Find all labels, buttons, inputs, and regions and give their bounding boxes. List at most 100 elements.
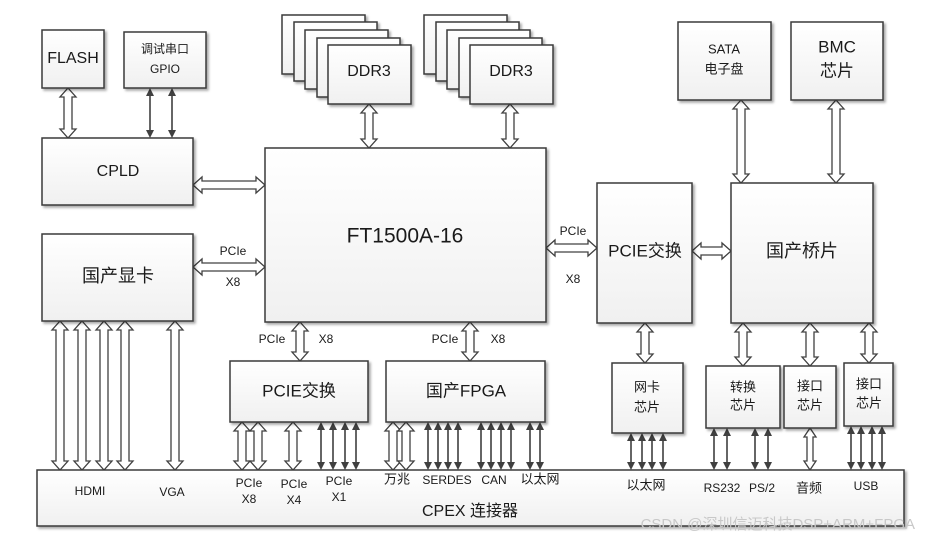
bus-double-arrow	[283, 421, 303, 471]
bus-double-arrow	[58, 87, 78, 139]
sata-disk-label: 电子盘	[704, 61, 743, 76]
bus-double-arrow	[859, 322, 879, 364]
arrow-head	[341, 422, 349, 430]
bus-double-arrow	[94, 320, 114, 471]
nic-chip-label: 芯片	[634, 399, 660, 414]
gpu-link-x8: X8	[226, 275, 241, 289]
switch-link-x8: X8	[566, 272, 581, 286]
cpld-box	[41, 137, 194, 206]
audio-label: 音频	[796, 480, 822, 495]
bmc-chip-label: 芯片	[820, 61, 854, 80]
arrow-head	[477, 462, 485, 470]
converter-label: 转换	[730, 379, 756, 394]
arrow-head	[424, 462, 432, 470]
ddr-left-label: DDR3	[347, 63, 391, 80]
pcie-x1-label: PCIe	[326, 474, 353, 488]
interface-2-chip-label: 芯片	[856, 395, 882, 410]
bus-double-arrow	[72, 320, 92, 471]
bus-double-arrow	[731, 99, 751, 184]
pcie-switch-bottom-box	[229, 360, 369, 423]
bus-double-arrow	[460, 321, 480, 362]
bus-double-arrow	[800, 322, 820, 367]
hdmi-label: HDMI	[75, 484, 106, 498]
arrow-head	[868, 462, 876, 470]
arrow-head	[723, 428, 731, 436]
serdes-label: SERDES	[422, 473, 471, 487]
bus-double-arrow	[165, 320, 185, 471]
gpu-box	[41, 233, 194, 322]
arrow-head	[723, 462, 731, 470]
bus-double-arrow	[733, 322, 753, 367]
arrow-head	[764, 428, 772, 436]
arrow-head	[434, 462, 442, 470]
arrow-head	[507, 462, 515, 470]
arrow-head	[751, 462, 759, 470]
boxes-layer	[36, 14, 905, 527]
flash-label: FLASH	[47, 50, 99, 67]
arrow-head	[352, 462, 360, 470]
cpu-label: FT1500A-16	[347, 225, 464, 248]
usb-label: USB	[854, 479, 879, 493]
cpex-label: CPEX 连接器	[422, 502, 518, 520]
pcie-x8-label: PCIe	[236, 476, 263, 490]
fpga-link-x8: X8	[491, 332, 506, 346]
arrow-head	[536, 462, 544, 470]
arrow-head	[487, 462, 495, 470]
cpex-connector-box	[36, 469, 905, 527]
arrow-head	[352, 422, 360, 430]
arrow-head	[857, 462, 865, 470]
bus-double-arrow	[635, 322, 655, 364]
rs232-label: RS232	[704, 481, 741, 495]
arrow-head	[627, 433, 635, 441]
arrow-head	[857, 426, 865, 434]
arrow-head	[627, 462, 635, 470]
fpga-link-pcie: PCIe	[432, 332, 459, 346]
arrow-head	[497, 462, 505, 470]
interface-1-chip-label: 芯片	[797, 397, 823, 412]
arrow-head	[878, 426, 886, 434]
bus-double-arrow	[248, 421, 268, 471]
arrow-head	[764, 462, 772, 470]
ddr-right-label: DDR3	[489, 63, 533, 80]
converter-box	[705, 365, 781, 429]
sata-box	[677, 21, 772, 101]
debug-label: 调试串口	[141, 41, 189, 56]
bmc-box	[790, 21, 884, 101]
can-label: CAN	[481, 473, 506, 487]
bus-double-arrow	[802, 426, 818, 472]
pcie-switch-right-box	[596, 182, 693, 324]
arrow-head	[317, 422, 325, 430]
interface-chip-1-box	[783, 365, 837, 429]
arrow-head	[710, 462, 718, 470]
bus-double-arrow	[192, 175, 266, 195]
arrow-head	[659, 433, 667, 441]
bridge-label: 国产桥片	[766, 241, 838, 261]
bus-double-arrow	[545, 238, 598, 258]
bus-double-arrow	[383, 421, 403, 471]
pcie-x4-lanes: X4	[287, 493, 302, 507]
ps2-label: PS/2	[749, 481, 775, 495]
10g-label: 万兆	[384, 471, 410, 486]
pcie-x4-label: PCIe	[281, 477, 308, 491]
arrow-head	[847, 462, 855, 470]
cpu-box	[264, 147, 547, 323]
vga-label: VGA	[159, 485, 184, 499]
arrows-layer	[50, 87, 886, 472]
arrow-head	[497, 422, 505, 430]
converter-chip-label: 芯片	[730, 397, 756, 412]
arrow-head	[878, 462, 886, 470]
fpga-label: 国产FPGA	[426, 381, 507, 400]
bus-double-arrow	[359, 103, 379, 149]
pcie-switch-bottom-label: PCIE交换	[262, 381, 336, 400]
arrow-head	[507, 422, 515, 430]
arrow-head	[648, 433, 656, 441]
switch-link-pcie: PCIe	[560, 224, 587, 238]
flash-box	[41, 29, 105, 89]
arrow-head	[329, 462, 337, 470]
arrow-head	[168, 88, 176, 96]
bus-double-arrow	[396, 421, 416, 471]
bmc-label: BMC	[818, 37, 856, 56]
watermark: CSDN @深圳信迈科技DSP+ARM+FPGA	[641, 516, 915, 533]
interface-chip-2-box	[843, 362, 894, 427]
